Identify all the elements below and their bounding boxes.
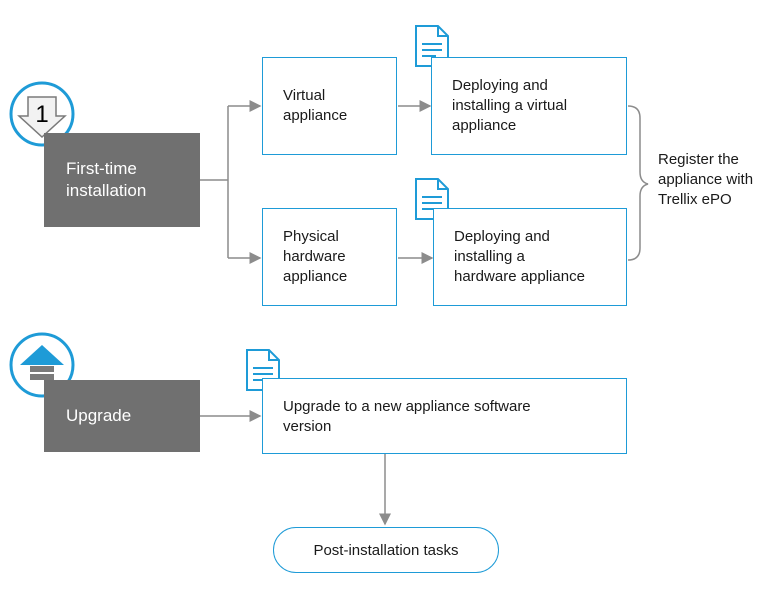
step-number: 1 [35,101,48,128]
deploy-virtual-box: Deploying and installing a virtual appli… [431,57,627,155]
physical-hardware-box: Physical hardware appliance [262,208,397,306]
post-installation-tasks-button[interactable]: Post-installation tasks [273,527,499,573]
register-epo-label: Register the appliance with Trellix ePO [658,151,754,208]
upgrade-task-box: Upgrade to a new appliance software vers… [262,378,627,454]
document-icon [415,25,449,67]
virtual-appliance-box: Virtual appliance [262,57,397,155]
first-time-installation-box: First-time installation [44,133,200,227]
deploy-hardware-box: Deploying and installing a hardware appl… [433,208,627,306]
install-step-icon: 1 [9,81,75,147]
upgrade-box: Upgrade [44,380,200,452]
